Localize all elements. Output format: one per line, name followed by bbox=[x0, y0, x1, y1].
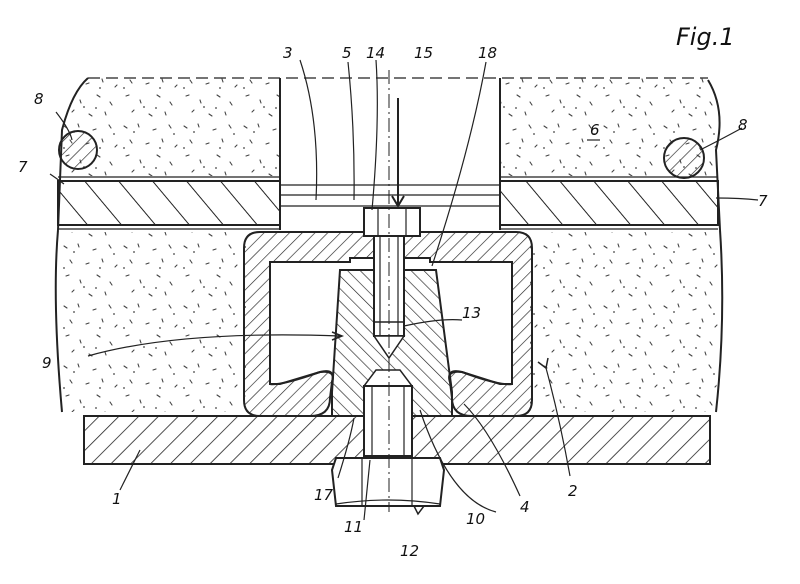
label-9: 9 bbox=[42, 354, 52, 372]
label-15: 15 bbox=[414, 44, 433, 62]
label-4: 4 bbox=[520, 498, 530, 516]
label-1: 1 bbox=[112, 490, 122, 508]
label-7-right: 7 bbox=[758, 192, 768, 210]
insulation-layer-left bbox=[57, 180, 281, 226]
label-14: 14 bbox=[366, 44, 385, 62]
leader-lines bbox=[49, 59, 759, 521]
upper-slab-left bbox=[57, 77, 281, 231]
upper-slab-right bbox=[499, 78, 722, 231]
label-12: 12 bbox=[400, 542, 419, 560]
lower-bolt bbox=[330, 369, 446, 507]
plate-5 bbox=[280, 184, 500, 207]
label-5: 5 bbox=[342, 44, 352, 62]
insulation-layer-right bbox=[499, 180, 719, 226]
figure-title: Fig.1 bbox=[676, 23, 735, 51]
label-8-right: 8 bbox=[738, 116, 748, 134]
label-3: 3 bbox=[283, 44, 293, 62]
label-13: 13 bbox=[462, 304, 481, 322]
rebar-section-right bbox=[663, 137, 705, 179]
rebar-section-left bbox=[58, 130, 98, 170]
label-2: 2 bbox=[568, 482, 578, 500]
label-11: 11 bbox=[344, 518, 363, 536]
lower-concrete bbox=[54, 229, 724, 413]
label-7-left: 7 bbox=[18, 158, 28, 176]
label-18: 18 bbox=[478, 44, 497, 62]
label-10: 10 bbox=[466, 510, 485, 528]
label-8-left: 8 bbox=[34, 90, 44, 108]
label-6: 6 bbox=[590, 121, 600, 139]
label-17: 17 bbox=[314, 486, 334, 504]
rail-channel bbox=[243, 231, 533, 417]
